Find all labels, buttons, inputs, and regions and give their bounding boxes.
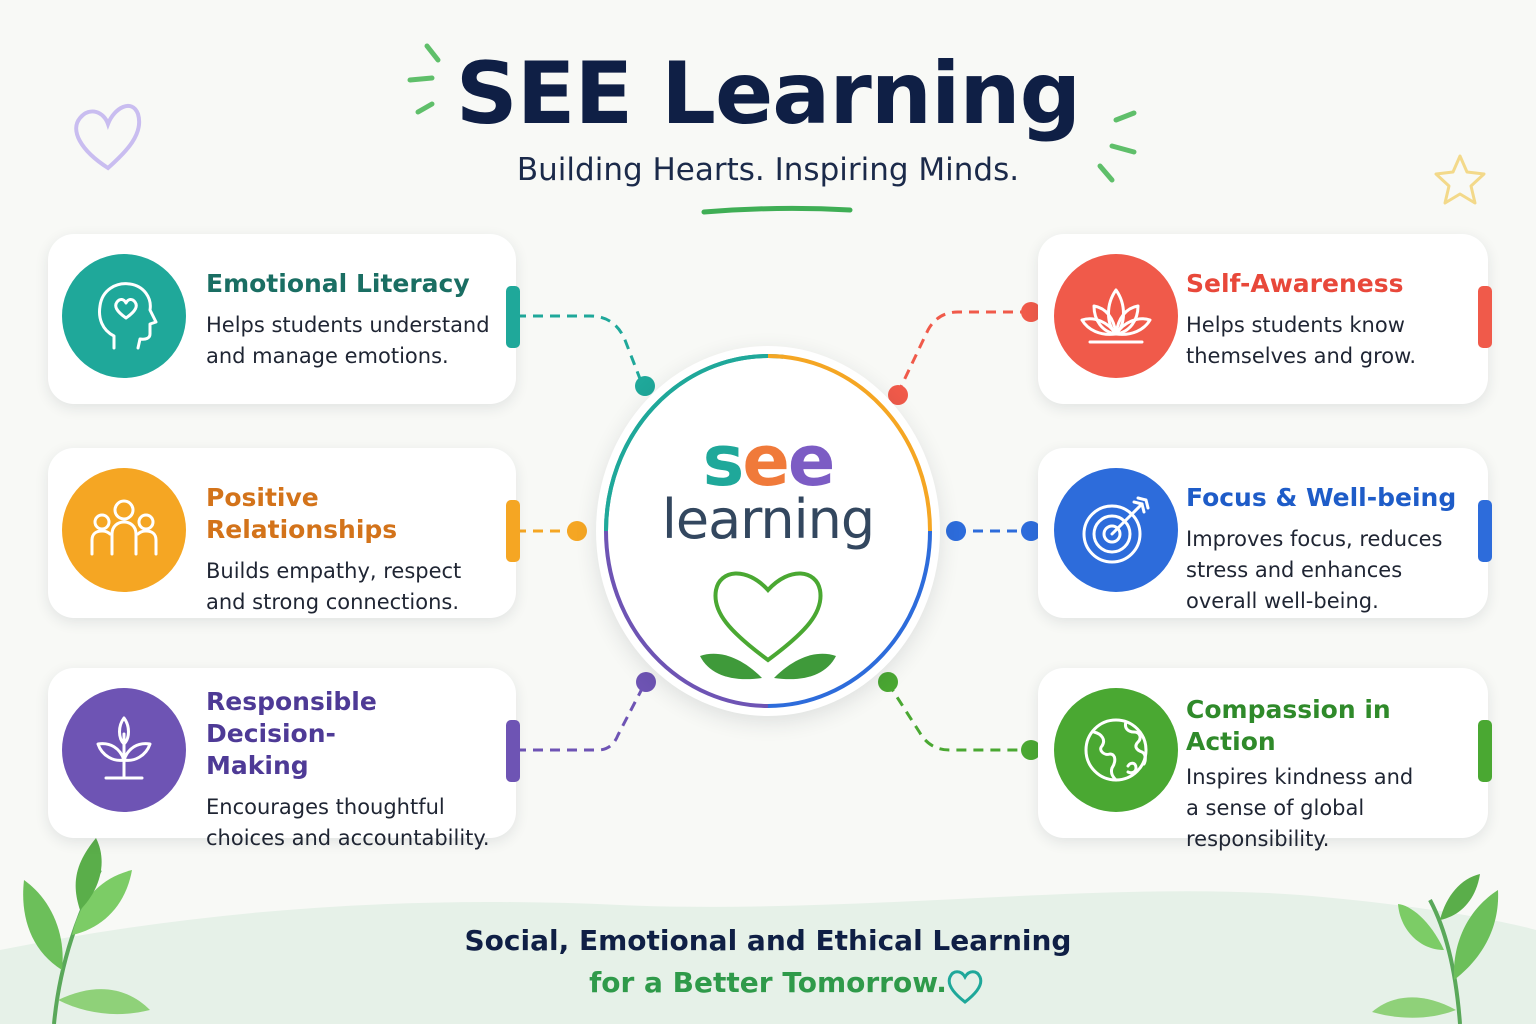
card-title: Positive Relationships bbox=[206, 483, 398, 544]
footer-tagline: Social, Emotional and Ethical Learning bbox=[464, 924, 1072, 957]
footer-subtagline: for a Better Tomorrow. bbox=[589, 966, 947, 999]
card-description: Builds empathy, respect and strong conne… bbox=[206, 559, 462, 614]
logo-learning: learning bbox=[661, 488, 875, 551]
sprout-icon bbox=[62, 688, 186, 812]
connector-dots bbox=[567, 302, 1041, 760]
card-title: Compassion in Action bbox=[1186, 695, 1391, 756]
heart-leaves-icon bbox=[700, 571, 836, 680]
card-description: Inspires kindness and a sense of global … bbox=[1186, 765, 1414, 851]
card-compassion-in-action: Compassion in Action Inspires kindness a… bbox=[1038, 668, 1492, 851]
page-subtitle: Building Hearts. Inspiring Minds. bbox=[516, 152, 1020, 188]
card-tab bbox=[1478, 286, 1492, 348]
sparkle-lines-left bbox=[407, 43, 441, 115]
card-tab bbox=[506, 500, 520, 562]
card-tab bbox=[506, 286, 520, 348]
card-description: Improves focus, reduces stress and enhan… bbox=[1186, 527, 1443, 613]
card-title: Emotional Literacy bbox=[206, 269, 470, 298]
sparkle-lines-right bbox=[1097, 110, 1137, 183]
card-description: Helps students know themselves and grow. bbox=[1186, 313, 1417, 368]
card-title: Focus & Well-being bbox=[1186, 483, 1457, 512]
card-title: Responsible Decision-Making bbox=[206, 687, 377, 780]
plant-left-icon bbox=[23, 838, 150, 1024]
heart-outline-icon bbox=[947, 970, 983, 1004]
card-tab bbox=[506, 720, 520, 782]
center-ring bbox=[604, 354, 932, 708]
heart-outline-icon bbox=[74, 103, 142, 171]
logo-see: see bbox=[702, 420, 836, 502]
lotus-icon bbox=[1054, 254, 1178, 378]
card-tab bbox=[1478, 720, 1492, 782]
card-positive-relationships: Positive Relationships Builds empathy, r… bbox=[48, 448, 520, 618]
card-description: Encourages thoughtful choices and accoun… bbox=[206, 795, 490, 850]
head-heart-icon bbox=[62, 254, 186, 378]
card-description: Helps students understand and manage emo… bbox=[206, 313, 490, 368]
card-title: Self-Awareness bbox=[1186, 269, 1404, 298]
star-outline-icon bbox=[1434, 154, 1486, 205]
connector-lines bbox=[516, 310, 1030, 752]
subtitle-underline bbox=[701, 205, 853, 215]
card-responsible-decision-making: Responsible Decision-Making Encourages t… bbox=[48, 668, 520, 850]
target-icon bbox=[1054, 468, 1178, 592]
plant-right-icon bbox=[1372, 874, 1499, 1024]
card-tab bbox=[1478, 500, 1492, 562]
card-emotional-literacy: Emotional Literacy Helps students unders… bbox=[48, 234, 520, 404]
page-title: SEE Learning bbox=[455, 44, 1081, 144]
people-icon bbox=[62, 468, 186, 592]
globe-icon bbox=[1054, 688, 1178, 812]
card-self-awareness: Self-Awareness Helps students know thems… bbox=[1038, 234, 1492, 404]
card-focus-well-being: Focus & Well-being Improves focus, reduc… bbox=[1038, 448, 1492, 618]
